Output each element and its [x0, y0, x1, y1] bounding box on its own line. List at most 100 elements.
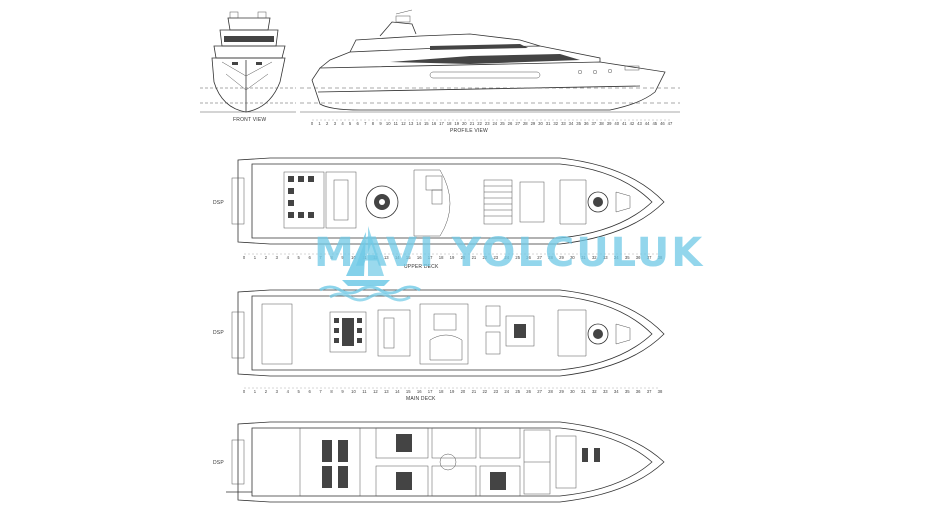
ruler-number: 7 [364, 121, 367, 126]
ruler-number: 4 [341, 121, 344, 126]
ruler-number: 42 [630, 121, 635, 126]
ruler-number: 45 [652, 121, 657, 126]
ruler-number: 28 [548, 255, 553, 260]
ruler-number: 21 [472, 389, 477, 394]
ruler-number: 26 [508, 121, 513, 126]
ruler-number: 24 [492, 121, 497, 126]
ruler-number: 4 [287, 255, 290, 260]
main-deck-label: MAIN DECK [406, 396, 436, 402]
watermark-logo: MAVI YOLCULUK [314, 226, 702, 302]
ruler-number: 9 [379, 121, 382, 126]
ruler-number: 33 [603, 389, 608, 394]
ruler-number: 1 [254, 255, 257, 260]
ruler-number: 25 [515, 255, 520, 260]
ruler-number: 35 [625, 255, 630, 260]
ruler-number: 22 [482, 389, 487, 394]
ruler-number: 13 [409, 121, 414, 126]
ruler-number: 36 [584, 121, 589, 126]
ruler-number: 32 [592, 389, 597, 394]
ruler-number: 26 [526, 255, 531, 260]
ruler-number: 32 [592, 255, 597, 260]
ruler-number: 38 [658, 389, 663, 394]
ruler-number: 18 [439, 389, 444, 394]
ruler-number: 17 [428, 389, 433, 394]
ruler-number: 46 [660, 121, 665, 126]
ruler-number: 40 [614, 121, 619, 126]
ruler-number: 10 [351, 255, 356, 260]
ruler-number: 23 [493, 255, 498, 260]
ruler-number: 19 [450, 389, 455, 394]
ruler-number: 6 [309, 255, 312, 260]
ruler-number: 2 [265, 255, 268, 260]
front-view-label: FRONT VIEW [233, 117, 266, 123]
wave-icon [319, 285, 421, 295]
profile-view-label: PROFILE VIEW [450, 128, 488, 134]
ruler-number: 47 [668, 121, 673, 126]
ruler-number: 5 [298, 255, 301, 260]
ruler-number: 29 [559, 389, 564, 394]
front-view: FRONT VIEW [200, 11, 296, 123]
ruler-number: 30 [570, 255, 575, 260]
ruler-number: 17 [439, 121, 444, 126]
ruler-number: 7 [319, 389, 322, 394]
ruler-number: 37 [647, 389, 652, 394]
ruler-number: 5 [349, 121, 352, 126]
ruler-number: 6 [357, 121, 360, 126]
profile-view: PROFILE VIEW [300, 9, 680, 134]
ruler-number: 34 [614, 255, 619, 260]
ruler-number: 29 [559, 255, 564, 260]
ruler-number: 14 [416, 121, 421, 126]
ruler-number: 0 [311, 121, 314, 126]
ruler-number: 25 [515, 389, 520, 394]
ruler-number: 3 [276, 255, 279, 260]
ruler-number: 14 [395, 389, 400, 394]
ruler-number: 44 [645, 121, 650, 126]
ruler-number: 31 [581, 255, 586, 260]
ruler-number: 33 [603, 255, 608, 260]
ruler-number: 29 [531, 121, 536, 126]
ruler-number: 23 [493, 389, 498, 394]
ruler-number: 38 [658, 255, 663, 260]
ruler-number: 13 [384, 255, 389, 260]
ruler-number: 16 [417, 255, 422, 260]
upper-deck-plan: DSP UPPER DECK [213, 157, 665, 270]
ruler-number: 27 [537, 389, 542, 394]
ruler-number: 34 [614, 389, 619, 394]
ruler-number: 35 [576, 121, 581, 126]
ruler-number: 11 [362, 389, 367, 394]
ruler-number: 34 [569, 121, 574, 126]
ruler-number: 27 [537, 255, 542, 260]
ruler-number: 32 [553, 121, 558, 126]
ruler-number: 35 [625, 389, 630, 394]
ruler-number: 21 [472, 255, 477, 260]
ruler-number: 12 [373, 389, 378, 394]
sailboat-icon [346, 232, 366, 276]
ruler-number: 2 [265, 389, 268, 394]
ruler-number: 13 [384, 389, 389, 394]
ruler-number: 38 [599, 121, 604, 126]
ruler-number: 17 [428, 255, 433, 260]
ruler-number: 43 [637, 121, 642, 126]
ruler-number: 8 [330, 255, 333, 260]
ruler-number: 1 [318, 121, 321, 126]
ruler-number: 12 [401, 121, 406, 126]
ruler-number: 2 [326, 121, 329, 126]
ruler-number: 21 [470, 121, 475, 126]
ruler-number: 1 [254, 389, 257, 394]
ruler-number: 19 [450, 255, 455, 260]
ruler-number: 15 [406, 255, 411, 260]
ruler-number: 19 [454, 121, 459, 126]
ruler-number: 7 [319, 255, 322, 260]
ruler-number: 20 [461, 389, 466, 394]
svg-text:DSP: DSP [213, 200, 224, 206]
ruler-number: 39 [607, 121, 612, 126]
svg-text:DSP: DSP [213, 460, 224, 466]
ruler-number: 41 [622, 121, 627, 126]
ruler-number: 26 [526, 389, 531, 394]
ruler-number: 23 [485, 121, 490, 126]
ruler-number: 22 [477, 121, 482, 126]
ruler-number: 10 [351, 389, 356, 394]
ruler-number: 0 [243, 389, 246, 394]
